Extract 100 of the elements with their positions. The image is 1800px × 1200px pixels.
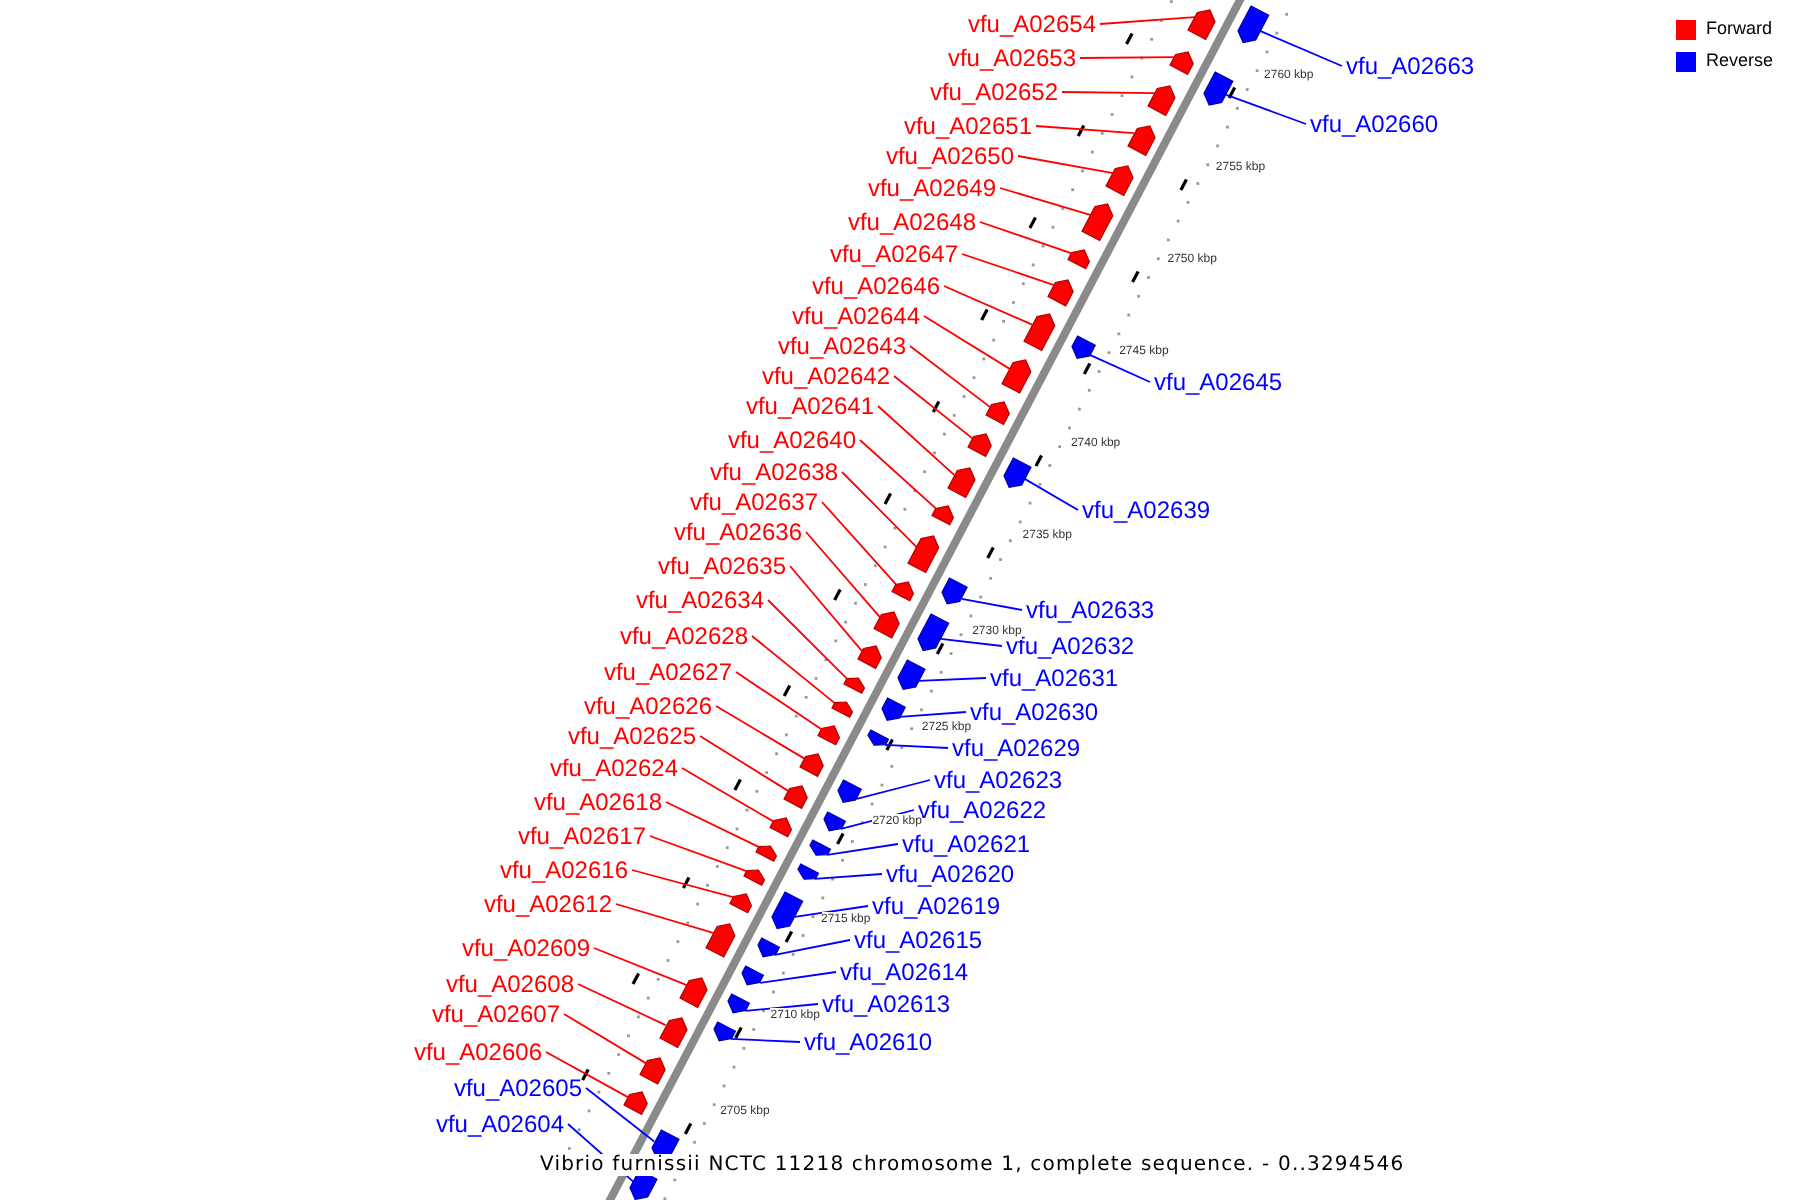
leader-line (960, 598, 1023, 611)
gene-block (769, 818, 791, 838)
leader-line (793, 905, 869, 918)
leader-line (649, 835, 748, 872)
gene-block (1071, 336, 1095, 360)
gene-block (757, 938, 779, 958)
leader-line (615, 903, 715, 934)
leader-line (923, 315, 1011, 370)
gene-block (659, 1017, 687, 1047)
gene-label: vfu_A02609 (461, 934, 590, 962)
leader-line (1225, 93, 1307, 125)
leader-line (1061, 91, 1156, 95)
gene-block (729, 894, 751, 914)
gene-block (1024, 313, 1056, 351)
leader-line (877, 405, 956, 476)
leader-line (859, 439, 938, 510)
gene-label: vfu_A02631 (990, 664, 1119, 692)
gene-label: vfu_A02654 (967, 10, 1096, 38)
gene-label: vfu_A02626 (583, 692, 712, 720)
legend-label: Forward (1706, 18, 1773, 40)
gene-label: vfu_A02635 (657, 552, 786, 580)
leader-line (1023, 478, 1079, 511)
gene-label: vfu_A02652 (929, 78, 1058, 106)
gene-block (783, 786, 808, 810)
gene-block (918, 613, 950, 651)
leader-line (813, 873, 883, 880)
leader-line (961, 253, 1056, 286)
gene-label: vfu_A02627 (603, 658, 732, 686)
gene-block (947, 467, 975, 497)
gene-label: vfu_A02649 (867, 174, 996, 202)
leader-line (593, 947, 688, 986)
gene-block (797, 864, 818, 880)
leader-line (909, 345, 992, 408)
leader-line (805, 531, 881, 618)
gene-label: vfu_A02644 (791, 302, 920, 330)
gene-label: vfu_A02630 (970, 698, 1099, 726)
gene-label: vfu_A02638 (709, 458, 838, 486)
gene-block (823, 812, 845, 832)
gene-block (800, 754, 824, 778)
gene-label: vfu_A02607 (431, 1000, 560, 1028)
gene-block (680, 977, 708, 1007)
gene-label: vfu_A02660 (1310, 110, 1439, 138)
gene-block (874, 611, 900, 637)
gene-block (898, 659, 926, 689)
leader-line (789, 565, 863, 652)
gene-label: vfu_A02663 (1346, 52, 1475, 80)
gene-block (817, 726, 839, 746)
leader-line (751, 635, 836, 704)
gene-block (772, 891, 804, 929)
gene-block (727, 994, 750, 1014)
leader-line (715, 705, 807, 760)
gene-block (831, 702, 853, 718)
gene-label: vfu_A02636 (673, 518, 802, 546)
gene-label: vfu_A02651 (903, 112, 1032, 140)
gene-block (1169, 52, 1193, 76)
gene-block (867, 730, 888, 746)
gene-label: vfu_A02610 (804, 1028, 933, 1056)
legend-label: Reverse (1706, 50, 1774, 72)
gene-label: vfu_A02608 (445, 970, 574, 998)
gene-block (844, 678, 865, 694)
leader-line (773, 939, 851, 956)
gene-block (1148, 85, 1176, 115)
gene-block (838, 780, 862, 804)
gene-label: vfu_A02622 (918, 796, 1047, 824)
gene-block (908, 535, 939, 573)
gene-block (1127, 125, 1155, 155)
gene-block (623, 1092, 647, 1116)
gene-label: vfu_A02645 (1154, 368, 1283, 396)
leader-line (735, 671, 822, 730)
gene-block (706, 923, 736, 957)
gene-block (640, 1057, 666, 1083)
gene-label: vfu_A02640 (727, 426, 856, 454)
leader-line (585, 1087, 656, 1143)
leader-line (1017, 155, 1114, 174)
leader-line (1088, 354, 1151, 383)
leader-line (681, 767, 774, 822)
leader-line (979, 221, 1072, 254)
gene-label: vfu_A02634 (635, 586, 764, 614)
leader-line (563, 1013, 647, 1064)
gene-label: vfu_A02619 (872, 892, 1001, 920)
gene-block (1002, 359, 1032, 393)
gene-label: vfu_A02642 (761, 362, 890, 390)
gene-label: vfu_A02614 (840, 958, 969, 986)
leader-line (767, 599, 849, 680)
gene-label: vfu_A02623 (934, 766, 1063, 794)
gene-block (1067, 250, 1089, 270)
leader-line (898, 711, 967, 718)
gene-block (742, 966, 764, 986)
leader-line (1035, 125, 1135, 134)
gene-label: vfu_A02604 (435, 1110, 564, 1138)
leader-line (631, 869, 734, 898)
gene-block (857, 646, 881, 670)
gene-label: vfu_A02625 (567, 722, 696, 750)
gene-label: vfu_A02613 (822, 990, 951, 1018)
leader-line (577, 983, 667, 1026)
gene-label: vfu_A02639 (1082, 496, 1211, 524)
gene-label: vfu_A02616 (499, 856, 628, 884)
gene-block (881, 698, 905, 722)
gene-block (932, 506, 955, 526)
leader-line (744, 1003, 819, 1012)
